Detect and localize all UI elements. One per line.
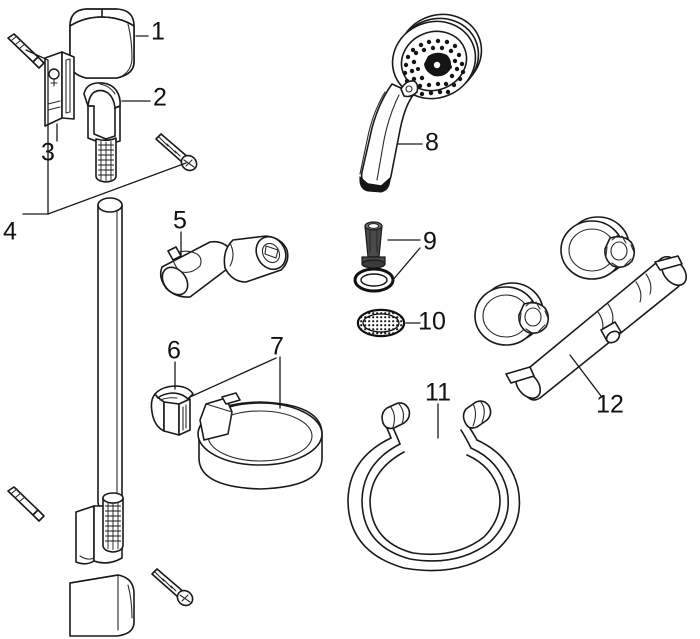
leader-7b [189, 357, 277, 398]
leader-9b [391, 247, 421, 282]
part-screw-top [155, 133, 198, 172]
callout-label-12: 12 [596, 391, 624, 419]
part-mesh-filter-washer [356, 308, 406, 338]
part-filter-insert [361, 221, 386, 269]
part-o-ring-seal [353, 267, 395, 293]
part-wall-plug-bottom [7, 486, 45, 522]
callout-label-8: 8 [425, 129, 439, 157]
spray-face-nozzles [402, 32, 466, 97]
anchor-ribs-bottom [105, 502, 121, 550]
part-handshower-holder [159, 235, 289, 298]
part-clamp-clip [150, 385, 194, 436]
callout-label-10: 10 [418, 308, 446, 336]
part-bracket-hook-bottom [75, 492, 124, 565]
anchor-ribs [98, 141, 114, 181]
part-cover-cap-top [69, 8, 135, 79]
callout-label-1: 1 [151, 18, 165, 46]
callout-label-3: 3 [41, 139, 55, 167]
callout-label-6: 6 [167, 337, 181, 365]
callout-labels: 1 2 3 4 5 6 7 8 9 10 11 12 [3, 18, 624, 419]
callout-label-2: 2 [153, 84, 167, 112]
callout-label-11: 11 [425, 379, 451, 407]
part-slide-rail-bar [97, 197, 123, 512]
hose-connector-left [381, 402, 411, 430]
callout-label-4: 4 [3, 218, 17, 246]
part-shower-hose [347, 400, 521, 572]
part-hand-shower [359, 13, 483, 193]
part-cover-cap-bottom [69, 574, 135, 637]
callout-label-5: 5 [173, 207, 187, 235]
part-bracket-hook-top [83, 82, 121, 183]
part-wall-plug-top [7, 33, 45, 69]
part-wall-plate-top [44, 51, 75, 127]
part-ring-band [197, 392, 323, 490]
escutcheon-left [474, 282, 550, 346]
callout-label-9: 9 [423, 228, 437, 256]
part-screw-bottom [151, 568, 194, 607]
escutcheon-right [560, 216, 636, 280]
leader-lines [22, 35, 602, 439]
leader-4b [47, 162, 187, 215]
leader-12 [569, 354, 602, 397]
callout-label-7: 7 [270, 333, 284, 361]
leader-4a [22, 49, 49, 215]
hose-connector-right [462, 400, 492, 429]
part-thermostatic-mixer [474, 216, 688, 401]
